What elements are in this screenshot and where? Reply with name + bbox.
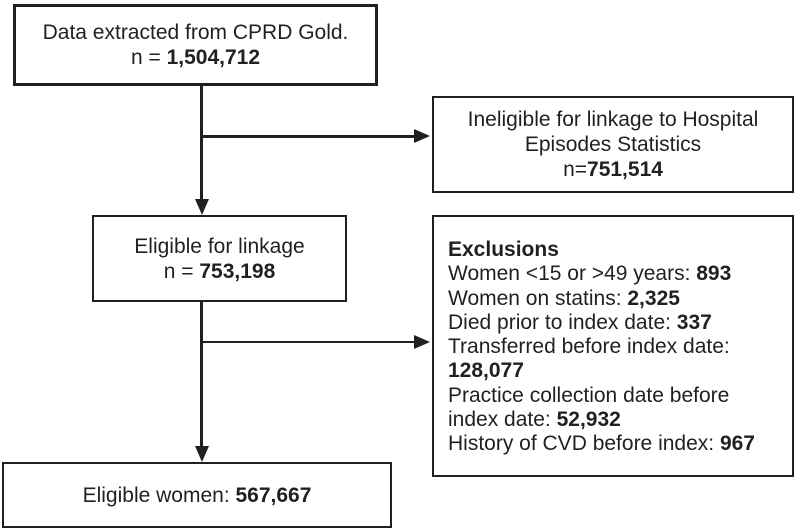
exclusion-value: 337 [676,310,712,334]
box-eligible-title: Eligible for linkage [134,234,305,258]
n-label: n = [130,46,167,69]
box-eligible-linkage: Eligible for linkage n = 753,198 [92,215,347,302]
exclusions-list: Women <15 or >49 years: 893 Women on sta… [448,262,768,456]
exclusion-value: 893 [696,262,732,286]
exclusion-item: Women <15 or >49 years: 893 [448,262,768,286]
exclusion-label: Practice collection date before index da… [448,383,730,432]
exclusion-label: History of CVD before index: [448,432,720,456]
connector-line [200,85,203,201]
n-label: n= [563,158,588,181]
connector-line [200,302,203,448]
exclusion-item: Women on statins: 2,325 [448,287,768,311]
box-ineligible-linkage: Ineligible for linkage to Hospital Episo… [432,96,794,193]
n-value: 751,514 [587,158,663,181]
arrowhead-down-icon [194,446,209,462]
exclusion-item: Practice collection date before index da… [448,384,768,433]
exclusion-label: Transferred before index date: [448,335,730,359]
arrowhead-right-icon [414,334,430,349]
n-value: 1,504,712 [166,46,261,69]
connector-line [201,340,415,343]
box-final-text: Eligible women: 567,667 [4,483,390,508]
exclusion-item: Transferred before index date: 128,077 [448,335,768,384]
exclusions-heading: Exclusions [448,238,559,261]
exclusion-item: Died prior to index date: 337 [448,311,768,335]
arrowhead-right-icon [414,129,430,144]
exclusion-label: Died prior to index date: [448,310,677,334]
exclusion-value: 2,325 [627,286,680,310]
box-source-title: Data extracted from CPRD Gold. [42,21,349,44]
exclusion-value: 128,077 [448,359,524,383]
box-exclusions: Exclusions Women <15 or >49 years: 893 W… [432,215,794,477]
box-eligible-women: Eligible women: 567,667 [2,462,392,528]
box-source-data: Data extracted from CPRD Gold. n = 1,504… [13,4,378,86]
final-value: 567,667 [235,483,312,507]
box-eligible-count: n = 753,198 [94,259,345,284]
box-ineligible-title: Ineligible for linkage to Hospital Episo… [467,108,759,156]
box-ineligible-count: n=751,514 [442,157,784,182]
arrowhead-down-icon [194,199,209,215]
final-label: Eligible women: [82,483,236,507]
box-source-count: n = 1,504,712 [16,45,375,70]
exclusion-value: 967 [719,432,755,456]
exclusion-label: Women on statins: [448,286,628,310]
exclusion-item: History of CVD before index: 967 [448,432,768,456]
exclusion-value: 52,932 [556,408,621,432]
connector-line [201,135,415,138]
n-value: 753,198 [199,259,276,283]
n-label: n = [163,259,200,283]
exclusion-label: Women <15 or >49 years: [448,262,697,286]
